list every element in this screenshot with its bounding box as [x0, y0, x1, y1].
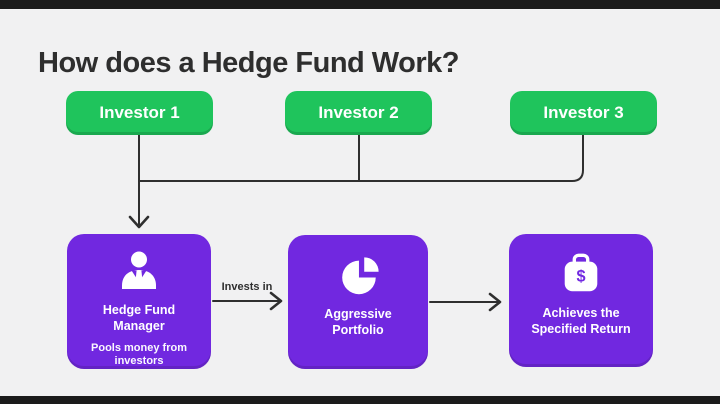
investor-1-box: Investor 1: [66, 91, 213, 135]
down-arrowhead-icon: [128, 215, 150, 229]
top-edge-bar: [0, 0, 720, 9]
right-arrowhead-icon: [269, 291, 283, 311]
page-title: How does a Hedge Fund Work?: [38, 47, 460, 80]
investor-2-label: Investor 2: [318, 103, 399, 122]
aggressive-portfolio-box: Aggressive Portfolio: [288, 235, 428, 369]
flow-box-title: Hedge Fund Manager: [102, 303, 176, 334]
svg-text:$: $: [576, 268, 585, 286]
manager-person-icon: [122, 251, 156, 289]
specified-return-box: $ Achieves the Specified Return: [509, 234, 653, 367]
bottom-edge-bar: [0, 396, 720, 404]
flow-box-title: Achieves the Specified Return: [531, 306, 631, 337]
money-bag-dollar-icon: $: [564, 253, 598, 292]
hedge-fund-manager-box: Hedge Fund Manager Pools money from inve…: [67, 234, 211, 369]
flow-box-title: Aggressive Portfolio: [324, 307, 392, 338]
right-arrowhead-icon: [488, 292, 502, 312]
investor-1-label: Investor 1: [99, 103, 180, 122]
investor-2-box: Investor 2: [285, 91, 432, 135]
investor-3-box: Investor 3: [510, 91, 657, 135]
investor-3-label: Investor 3: [543, 103, 624, 122]
flow-box-subtitle: Pools money from investors: [91, 341, 187, 368]
invests-in-label: Invests in: [221, 281, 273, 293]
pie-chart-icon: [342, 257, 379, 295]
investor3-connector-line: [138, 134, 584, 182]
